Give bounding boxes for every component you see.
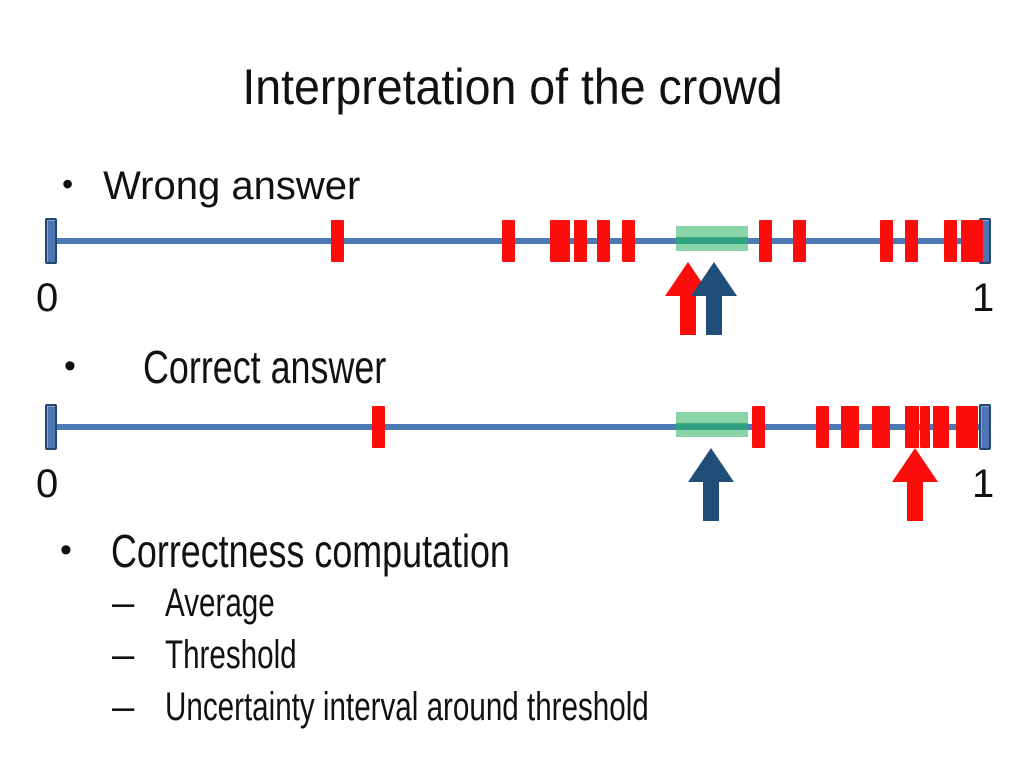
uncertainty-interval-band <box>675 226 748 251</box>
answer-mark <box>840 406 859 448</box>
bullet-dot: • <box>62 166 74 202</box>
sub-bullet-uncertainty-interval-label: Uncertainty interval around threshold <box>165 685 649 729</box>
dash-glyph: – <box>112 633 135 677</box>
answer-mark <box>920 406 931 448</box>
uncertainty-interval-stripe <box>675 423 748 430</box>
bullet-dot: • <box>64 347 76 385</box>
threshold-arrow-stem <box>706 294 723 335</box>
answer-mark <box>792 220 806 262</box>
answer-mark <box>574 220 588 262</box>
threshold-arrow <box>691 262 738 335</box>
axis-left-endpoint <box>45 218 57 264</box>
uncertainty-interval-stripe <box>675 237 748 244</box>
bullet-correct-answer-label: Correct answer <box>142 341 387 393</box>
answer-mark <box>904 220 918 262</box>
answer-mark <box>331 220 345 262</box>
sub-bullet-threshold: – Threshold <box>112 633 343 678</box>
correct-answer-numberline <box>45 404 991 521</box>
threshold-arrow <box>688 448 735 521</box>
dash-glyph: – <box>112 581 135 625</box>
answer-mark <box>502 220 516 262</box>
sub-bullet-threshold-label: Threshold <box>165 633 297 677</box>
answer-mark <box>597 220 611 262</box>
answer-mark <box>880 220 894 262</box>
dash-glyph: – <box>112 685 135 729</box>
threshold-arrow-head <box>688 448 735 482</box>
slide-title: Interpretation of the crowd <box>241 59 783 115</box>
answer-mark <box>751 406 765 448</box>
axis-max-label-line1: 1 <box>972 276 995 320</box>
answer-mark <box>550 220 571 262</box>
bullet-correctness-computation: • Correctness computation <box>60 524 622 578</box>
answer-mark <box>815 406 829 448</box>
bullet-correct-answer: • Correct answer <box>64 340 455 394</box>
uncertainty-interval-band <box>675 412 748 437</box>
answer-mark <box>759 220 772 262</box>
sub-bullet-uncertainty-interval: – Uncertainty interval around threshold <box>112 685 819 730</box>
threshold-arrow-stem <box>703 480 720 521</box>
axis-line <box>47 424 989 430</box>
bullet-wrong-answer-label: Wrong answer <box>103 164 361 208</box>
bullet-correctness-computation-label: Correctness computation <box>110 525 510 577</box>
axis-line <box>47 238 989 244</box>
answer-mark <box>960 220 983 262</box>
average-arrow <box>891 448 938 521</box>
answer-mark <box>621 220 635 262</box>
bullet-wrong-answer: • Wrong answer <box>62 164 360 209</box>
sub-bullet-average-label: Average <box>165 581 275 625</box>
average-arrow-stem <box>906 480 923 521</box>
average-arrow-head <box>891 448 938 482</box>
axis-left-endpoint <box>45 404 57 450</box>
axis-max-label-line2: 1 <box>972 462 995 506</box>
threshold-arrow-head <box>691 262 738 296</box>
bullet-dot: • <box>60 531 72 569</box>
answer-mark <box>372 406 386 448</box>
answer-mark <box>905 406 920 448</box>
answer-mark <box>933 406 950 448</box>
wrong-answer-numberline <box>45 218 991 335</box>
axis-min-label-line2: 0 <box>36 462 59 506</box>
average-arrow-stem <box>679 294 696 335</box>
answer-mark <box>872 406 891 448</box>
axis-min-label-line1: 0 <box>36 276 59 320</box>
axis-right-endpoint <box>979 404 991 450</box>
answer-mark <box>956 406 979 448</box>
answer-mark <box>943 220 957 262</box>
sub-bullet-average: – Average <box>112 581 313 626</box>
